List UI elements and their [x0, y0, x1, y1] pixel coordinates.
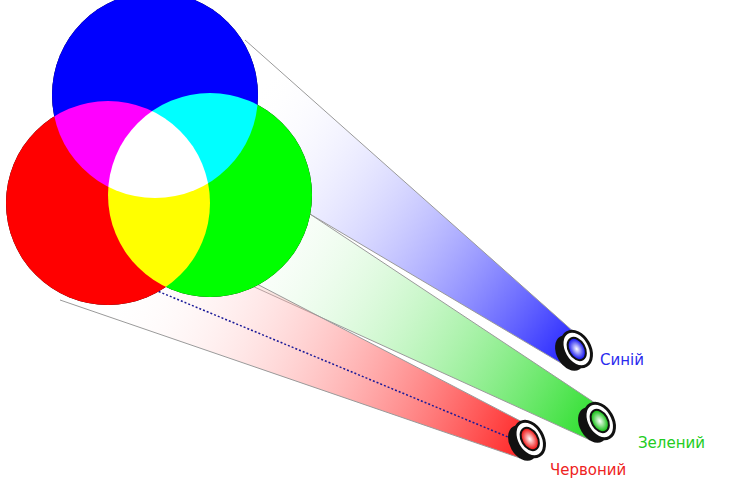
projector-label: Зелений — [638, 434, 705, 452]
projector-label: Синій — [600, 351, 644, 369]
green-circle — [108, 93, 312, 297]
projector-label: Червоний — [550, 461, 626, 479]
red-projector — [502, 416, 550, 466]
blue-projector — [549, 326, 597, 376]
green-projector — [572, 398, 620, 448]
rgb-circles — [6, 0, 312, 305]
beam-edge — [60, 300, 520, 458]
dotted-line — [155, 290, 520, 442]
